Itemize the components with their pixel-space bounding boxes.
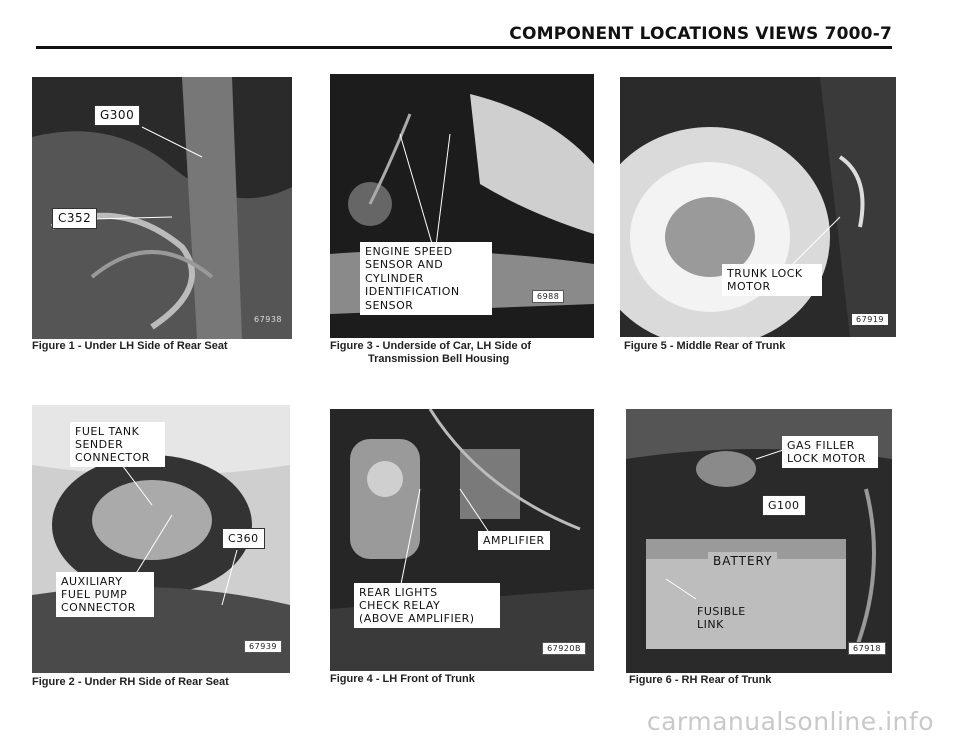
figure-6-caption: Figure 6 - RH Rear of Trunk [629,674,772,686]
figure-4-photo: AMPLIFIER REAR LIGHTS CHECK RELAY (ABOVE… [330,409,594,671]
label-amplifier: AMPLIFIER [478,531,550,550]
figure-3-code: 6988 [532,290,565,303]
page-header: COMPONENT LOCATIONS VIEWS 7000-7 [36,14,892,49]
label-trunk-lock-motor: TRUNK LOCK MOTOR [722,264,822,296]
figure-2-code: 67939 [244,640,282,653]
page-title: COMPONENT LOCATIONS VIEWS 7000-7 [509,24,892,44]
label-c360: C360 [222,528,265,549]
figure-6-photo: GAS FILLER LOCK MOTOR G100 BATTERY FUSIB… [626,409,892,673]
figure-1-code: 67938 [254,315,282,324]
label-fusible-link: FUSIBLE LINK [692,602,751,634]
figure-3-caption-line2: Transmission Bell Housing [368,353,510,365]
figure-5-photo: TRUNK LOCK MOTOR 67919 [620,77,896,337]
figure-5-code: 67919 [852,314,888,325]
label-gas-filler-lock-motor: GAS FILLER LOCK MOTOR [782,436,878,468]
figure-1-image [32,77,292,339]
label-fuel-tank-sender-connector: FUEL TANK SENDER CONNECTOR [70,422,165,467]
figure-4-caption: Figure 4 - LH Front of Trunk [330,673,475,685]
figure-3-photo: ENGINE SPEED SENSOR AND CYLINDER IDENTIF… [330,74,594,338]
label-auxiliary-fuel-pump-connector: AUXILIARY FUEL PUMP CONNECTOR [56,572,154,617]
label-rear-lights-check-relay: REAR LIGHTS CHECK RELAY (ABOVE AMPLIFIER… [354,583,500,628]
label-engine-speed-sensor: ENGINE SPEED SENSOR AND CYLINDER IDENTIF… [360,242,492,316]
figure-5-image [620,77,896,337]
label-g300: G300 [94,105,141,126]
label-g100: G100 [762,495,806,516]
figure-5-caption: Figure 5 - Middle Rear of Trunk [624,340,786,352]
figure-1-photo: G300 C352 67938 [32,77,292,339]
label-c352: C352 [52,208,98,229]
figure-2-caption: Figure 2 - Under RH Side of Rear Seat [32,676,229,688]
figure-6-code: 67918 [848,642,886,655]
figure-3-caption: Figure 3 - Underside of Car, LH Side of [330,340,532,352]
figure-1-caption: Figure 1 - Under LH Side of Rear Seat [32,340,228,352]
figure-2-photo: FUEL TANK SENDER CONNECTOR C360 AUXILIAR… [32,405,290,673]
figure-4-code: 67920B [542,642,586,655]
watermark: carmanualsonline.info [646,707,934,736]
label-battery: BATTERY [708,552,778,571]
figure-4-image [330,409,594,671]
